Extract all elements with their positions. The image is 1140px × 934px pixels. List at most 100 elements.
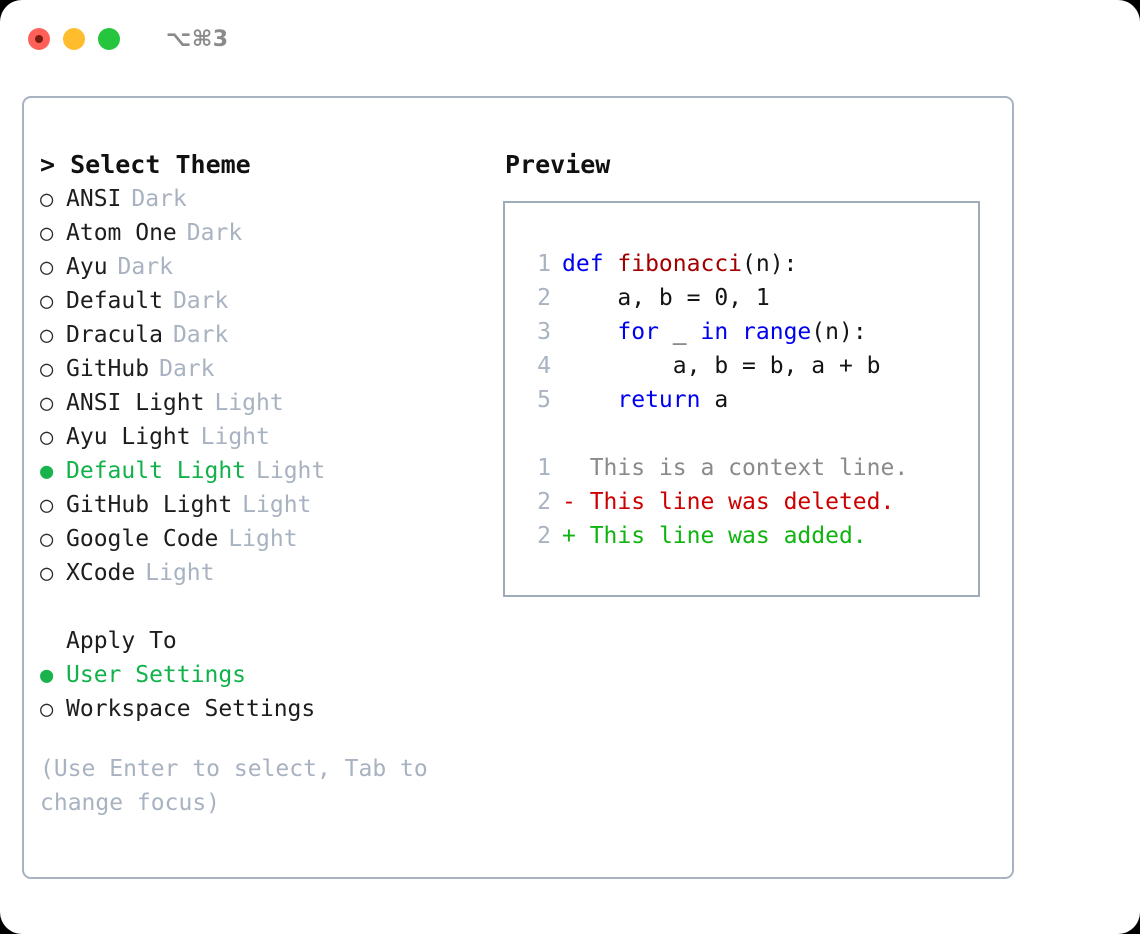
line-number: 1 xyxy=(537,455,551,481)
theme-option-label: Dracula xyxy=(66,322,163,348)
line-number: 2 xyxy=(537,489,551,515)
theme-option-row[interactable]: ○ Ayu Dark xyxy=(40,250,486,284)
radio-unselected-icon[interactable]: ○ xyxy=(40,697,54,722)
diff-line: 2- This line was deleted. xyxy=(517,485,978,519)
theme-variant-tag: Light xyxy=(242,492,312,518)
apply-to-option-label: User Settings xyxy=(66,662,247,688)
code-line: 5 return a xyxy=(517,383,978,417)
radio-selected-icon[interactable]: ● xyxy=(40,459,54,484)
theme-variant-tag: Light xyxy=(228,526,298,552)
code-token: for xyxy=(617,319,659,345)
radio-unselected-icon[interactable]: ○ xyxy=(40,255,54,280)
line-number: 2 xyxy=(537,285,551,311)
code-text: return a xyxy=(562,383,728,417)
apply-to-header: Apply To xyxy=(66,628,177,654)
theme-option-row[interactable]: ○ Ayu Light Light xyxy=(40,420,486,454)
keyboard-shortcut-label: ⌥⌘3 xyxy=(166,26,229,52)
close-button[interactable] xyxy=(28,28,50,50)
code-token: _ xyxy=(658,319,701,345)
code-line: 3 for _ in range(n): xyxy=(517,315,978,349)
line-number: 3 xyxy=(537,319,551,345)
diff-marker: - xyxy=(562,489,576,515)
diff-text: This line was deleted. xyxy=(575,489,895,515)
radio-unselected-icon[interactable]: ○ xyxy=(40,425,54,450)
code-token: def xyxy=(562,251,618,277)
theme-option-row[interactable]: ○ Google Code Light xyxy=(40,522,486,556)
diff-line: 2 + This line was added. xyxy=(517,519,978,553)
theme-option-label: Default Light xyxy=(66,458,247,484)
radio-selected-icon[interactable]: ● xyxy=(40,663,54,688)
code-text: a, b = b, a + b xyxy=(562,349,881,383)
code-token: range xyxy=(742,319,812,345)
minimize-button[interactable] xyxy=(63,28,85,50)
code-text: a, b = 0, 1 xyxy=(562,281,769,315)
theme-variant-tag: Dark xyxy=(186,220,243,246)
theme-option-label: Ayu xyxy=(66,254,108,280)
code-token xyxy=(728,319,742,345)
theme-option-label: ANSI Light xyxy=(66,390,205,416)
line-number: 2 xyxy=(537,523,551,549)
diff-text: This is a context line. xyxy=(575,455,909,481)
code-token: a xyxy=(700,387,729,413)
radio-unselected-icon[interactable]: ○ xyxy=(40,323,54,348)
line-number: 5 xyxy=(537,387,551,413)
radio-unselected-icon[interactable]: ○ xyxy=(40,527,54,552)
theme-variant-tag: Dark xyxy=(172,322,229,348)
radio-unselected-icon[interactable]: ○ xyxy=(40,391,54,416)
code-line: 1 def fibonacci(n): xyxy=(517,247,978,281)
theme-option-row[interactable]: ○ Dracula Dark xyxy=(40,318,486,352)
diff-text: This line was added. xyxy=(575,523,867,549)
theme-variant-tag: Light xyxy=(200,424,270,450)
code-token: return xyxy=(617,387,701,413)
theme-option-row[interactable]: ○ GitHub Light Light xyxy=(40,488,486,522)
theme-option-label: GitHub Light xyxy=(66,492,233,518)
maximize-button[interactable] xyxy=(98,28,120,50)
radio-unselected-icon[interactable]: ○ xyxy=(40,289,54,314)
radio-unselected-icon[interactable]: ○ xyxy=(40,221,54,246)
code-text: def fibonacci(n): xyxy=(562,247,797,281)
radio-unselected-icon[interactable]: ○ xyxy=(40,561,54,586)
theme-variant-tag: Dark xyxy=(117,254,173,280)
code-token: fibonacci xyxy=(617,251,743,277)
code-text: for _ in range(n): xyxy=(562,315,867,349)
select-theme-header: > Select Theme xyxy=(40,150,251,179)
code-line: 4 a, b = b, a + b xyxy=(517,349,978,383)
theme-variant-tag: Light xyxy=(214,390,284,416)
radio-unselected-icon[interactable]: ○ xyxy=(40,357,54,382)
list-spacer xyxy=(40,590,486,624)
radio-unselected-icon[interactable]: ○ xyxy=(40,493,54,518)
theme-option-label: Atom One xyxy=(66,220,177,246)
theme-option-label: Google Code xyxy=(66,526,219,552)
code-token xyxy=(562,387,617,413)
apply-to-option-label: Workspace Settings xyxy=(66,696,316,722)
diff-marker: + xyxy=(562,523,576,549)
code-token: (n): xyxy=(742,251,798,277)
theme-variant-tag: Dark xyxy=(172,288,229,314)
theme-option-label: XCode xyxy=(66,560,136,586)
line-number: 4 xyxy=(537,353,551,379)
theme-option-row[interactable]: ○ Atom One Dark xyxy=(40,216,486,250)
apply-to-option-row[interactable]: ● User Settings xyxy=(40,658,486,692)
diff-line: 1 This is a context line. xyxy=(517,451,978,485)
line-number: 1 xyxy=(537,251,551,277)
theme-option-row[interactable]: ○ XCode Light xyxy=(40,556,486,590)
code-token: in xyxy=(700,319,729,345)
theme-option-label: Ayu Light xyxy=(66,424,191,450)
preview-title: Preview xyxy=(505,150,611,179)
code-gap xyxy=(517,417,978,451)
apply-to-list[interactable]: ● User Settings ○ Workspace Settings xyxy=(40,658,486,726)
code-token: (n): xyxy=(811,319,867,345)
radio-unselected-icon[interactable]: ○ xyxy=(40,187,54,212)
theme-option-row[interactable]: ○ ANSI Light Light xyxy=(40,386,486,420)
theme-variant-tag: Light xyxy=(145,560,215,586)
apply-to-option-row[interactable]: ○ Workspace Settings xyxy=(40,692,486,726)
